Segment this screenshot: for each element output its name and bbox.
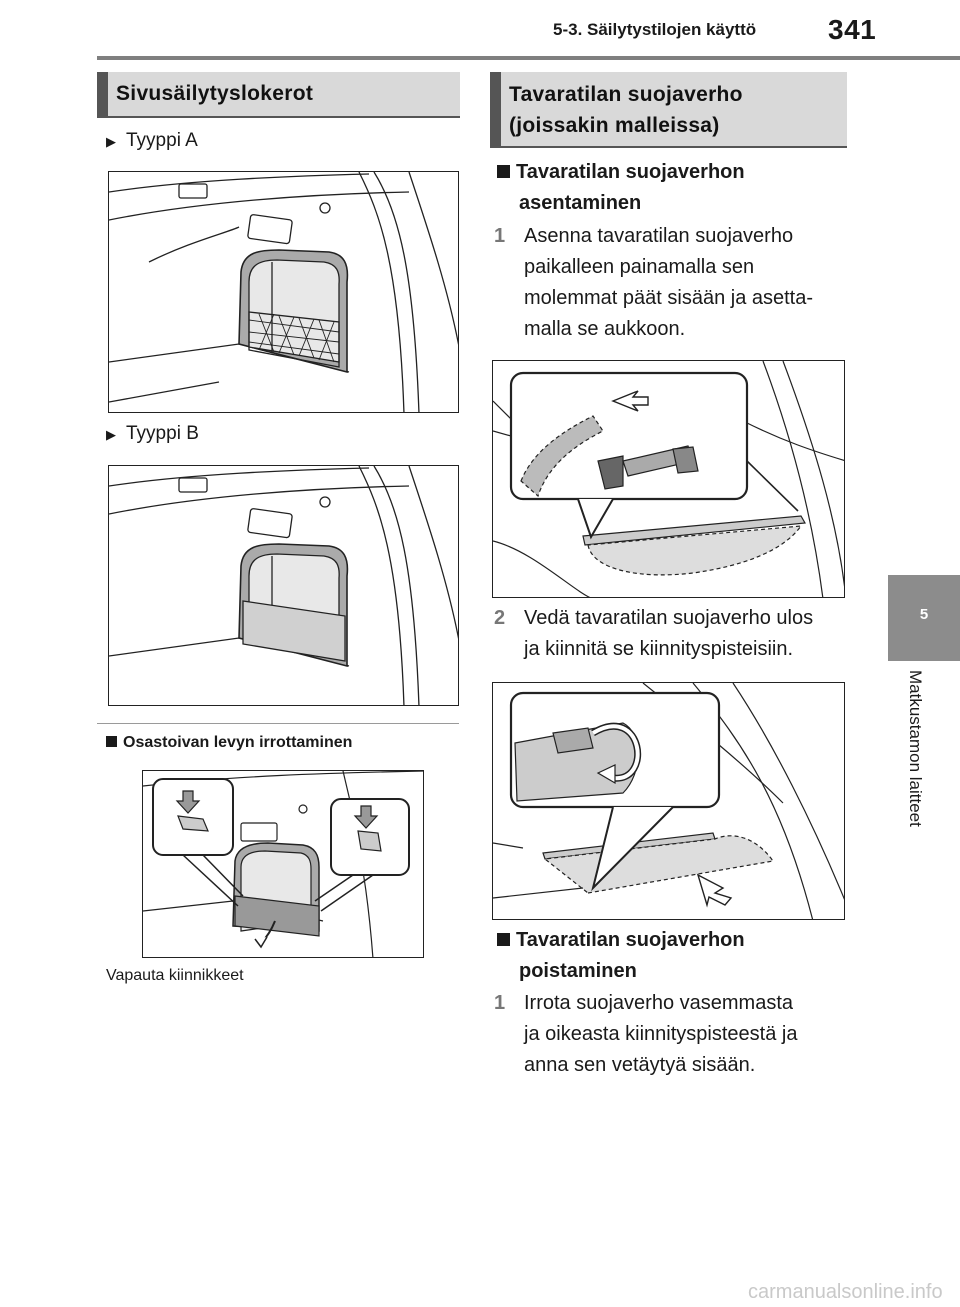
step-number: 1 [494, 225, 506, 247]
square-bullet-icon [497, 933, 510, 946]
subheading-remove-cover: Tavaratilan suojaverhon poistaminen [497, 925, 857, 987]
section-heading-side-storage: Sivusäilytyslokerot [97, 72, 460, 118]
square-bullet-icon [106, 736, 117, 747]
header-rule [97, 56, 960, 60]
square-bullet-icon [497, 165, 510, 178]
heading-line-1: Tavaratilan suojaverho [509, 83, 743, 106]
type-a-label: ▶Tyyppi A [106, 130, 198, 151]
chapter-tab [888, 575, 960, 661]
figure-caption: Vapauta kiinnikkeet [106, 967, 244, 984]
subheading-install: Tavaratilan suojaverhon asentaminen [497, 157, 857, 219]
chapter-title: Matkustamon laitteet [906, 670, 925, 827]
step-2-install: 2 Vedä tavaratilan suojaverho ulos ja ki… [494, 603, 884, 665]
page-number: 341 [828, 14, 877, 45]
triangle-bullet-icon: ▶ [106, 427, 116, 442]
subheading-remove-panel: Osastoivan levyn irrottaminen [106, 734, 352, 752]
step-number: 1 [494, 992, 506, 1014]
illustration-release-clips [142, 770, 424, 958]
illustration-type-a [108, 171, 459, 413]
watermark: carmanualsonline.info [748, 1281, 943, 1303]
step-1-remove: 1 Irrota suojaverho vasemmasta ja oikeas… [494, 988, 884, 1081]
step-1-install: 1 Asenna tavaratilan suojaverho paikalle… [494, 221, 884, 345]
heading-line-2: (joissakin malleissa) [509, 114, 720, 137]
section-heading-tonneau-cover: Tavaratilan suojaverho (joissakin mallei… [490, 72, 847, 148]
triangle-bullet-icon: ▶ [106, 134, 116, 149]
section-title: 5-3. Säilytystilojen käyttö [553, 20, 757, 39]
illustration-attach-cover [492, 682, 845, 920]
step-number: 2 [494, 607, 506, 629]
chapter-number: 5 [919, 606, 929, 623]
illustration-type-b [108, 465, 459, 706]
divider [97, 723, 459, 724]
type-b-label: ▶Tyyppi B [106, 423, 199, 444]
illustration-install-cover [492, 360, 845, 598]
